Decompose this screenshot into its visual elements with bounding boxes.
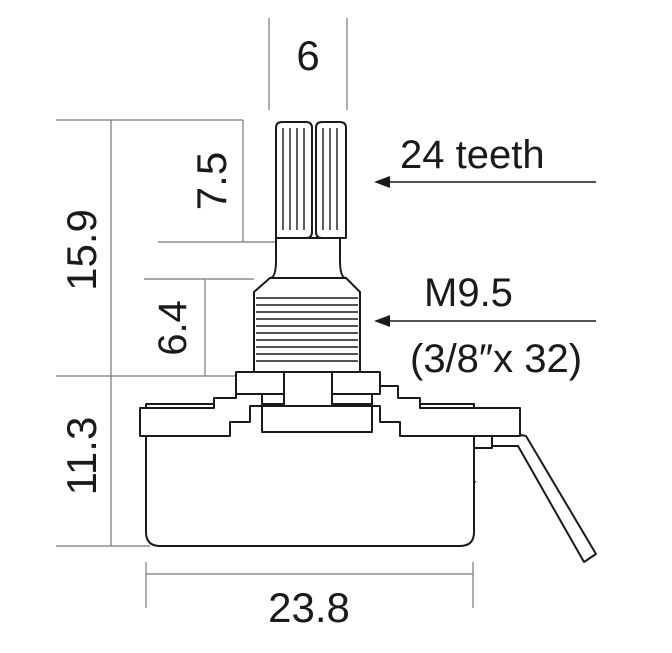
potentiometer-drawing: [139, 121, 597, 563]
teeth-label: 24 teeth: [400, 133, 545, 177]
thread-length-label: 6.4: [151, 300, 195, 356]
knurled-shaft: [275, 121, 347, 239]
knurl-length-label: 7.5: [188, 152, 235, 210]
dimension-body-width: 23.8: [145, 562, 474, 631]
dimension-knurl-length: 7.5: [158, 120, 276, 243]
body-width-label: 23.8: [268, 584, 350, 631]
shaft-neck: [269, 237, 347, 279]
shaft-width-label: 6: [296, 32, 319, 79]
callout-thread: M9.5 (3/8″x 32): [374, 271, 596, 381]
pot-body: [145, 403, 475, 547]
body-height-label: 11.3: [58, 417, 105, 496]
dimension-thread-length: 6.4: [144, 278, 254, 376]
arrowhead-thread-icon: [374, 315, 390, 327]
callout-teeth: 24 teeth: [374, 133, 596, 188]
dimension-total-height: 15.9: [56, 119, 243, 376]
total-height-label: 15.9: [58, 209, 105, 291]
arrowhead-teeth-icon: [374, 176, 390, 188]
thread-imperial-label: (3/8″x 32): [410, 337, 582, 381]
dimension-shaft-width: 6: [268, 18, 348, 110]
threaded-bushing: [253, 277, 361, 373]
dimension-body-height: 11.3: [56, 375, 238, 547]
thread-label: M9.5: [424, 271, 513, 315]
